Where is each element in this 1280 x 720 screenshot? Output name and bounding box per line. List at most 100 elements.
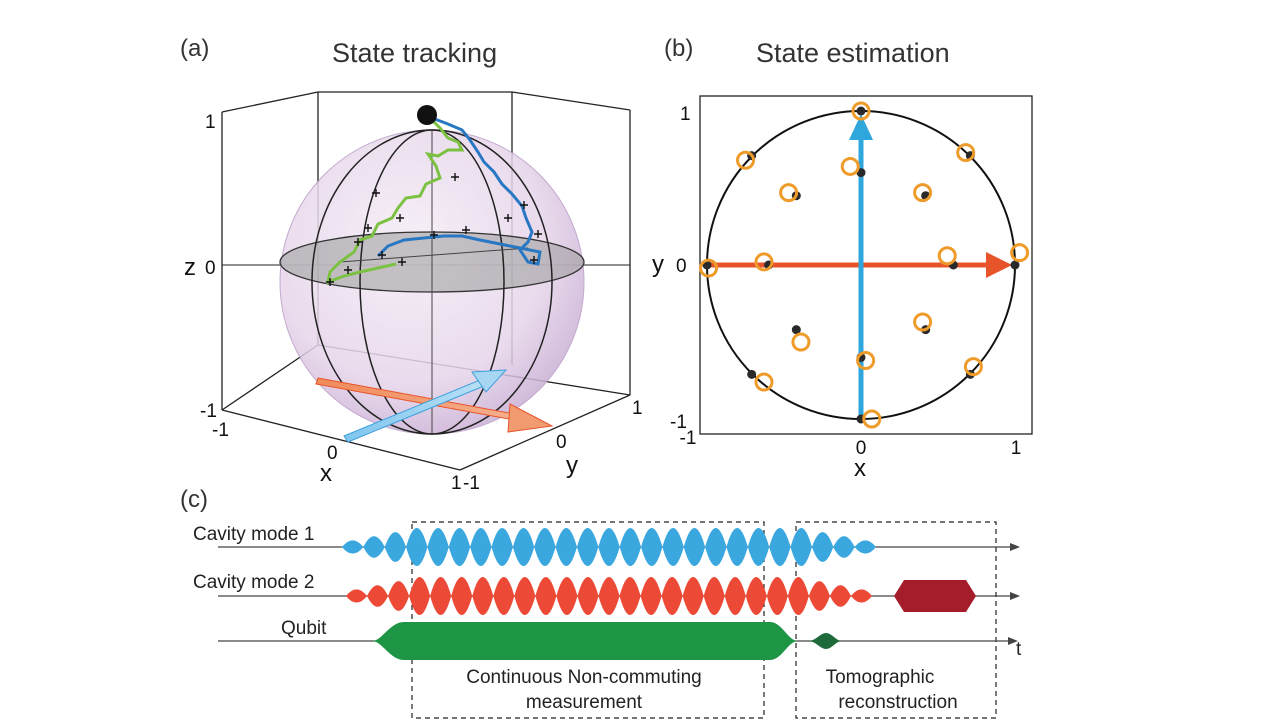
pulse-lobe — [491, 528, 513, 566]
pulse-lobe — [747, 528, 770, 566]
time-label: t — [1016, 639, 1022, 660]
x-tick-right: 1 — [451, 473, 462, 494]
true-state-ring — [754, 372, 774, 392]
y-axis-label: y — [566, 452, 578, 479]
tomography-pulse — [894, 580, 976, 612]
pulse-lobe — [790, 528, 812, 566]
pulse-lobe — [406, 528, 428, 566]
true-state-ring — [913, 183, 933, 203]
pulse-lobe — [555, 528, 577, 566]
panel-a: (a) State tracking — [180, 35, 643, 494]
estimated-state-dot — [856, 106, 866, 116]
true-state-ring — [699, 258, 719, 278]
y-axis-label: y — [652, 251, 664, 278]
pulse-lobe — [576, 528, 599, 566]
z-axis-label: z — [184, 254, 196, 281]
reconstruction-line-2: reconstruction — [838, 692, 957, 713]
x-tick-left: -1 — [212, 420, 229, 441]
true-state-ring — [779, 183, 799, 203]
true-state-ring — [956, 143, 976, 163]
pulse-lobe — [769, 528, 791, 566]
measurement-line-1: Continuous Non-commuting — [466, 667, 702, 688]
pulse-lobe — [726, 528, 748, 566]
pulse-lobe — [705, 528, 727, 566]
pulse-lobe — [556, 577, 578, 615]
pulse-lobe — [811, 532, 834, 562]
pulse-lobe — [384, 532, 407, 562]
pulse-lobe — [682, 577, 704, 615]
true-state-ring — [791, 332, 811, 352]
y-arrow-3d — [343, 369, 508, 443]
x-arrow-3d — [315, 377, 554, 433]
measurement-box — [411, 521, 765, 719]
qubit-tomography-pulse — [808, 633, 842, 649]
pulse-lobe — [661, 577, 683, 615]
pulse-lobe — [430, 577, 452, 615]
cavity-mode-1-pulses — [342, 528, 876, 566]
pulse-lobe — [683, 528, 706, 566]
pulse-lobe — [342, 540, 364, 554]
y-tick-top: 1 — [680, 104, 691, 125]
pulse-lobe — [598, 577, 620, 615]
x-tick-right: 1 — [1011, 438, 1022, 459]
estimated-state-dot — [1010, 260, 1020, 270]
panel-b-title: State estimation — [756, 38, 950, 68]
row-label-cavity-2: Cavity mode 2 — [193, 572, 314, 593]
reconstruction-box — [795, 521, 997, 719]
y-arrow-2d — [849, 114, 873, 420]
pulse-lobe — [363, 536, 385, 558]
pulse-lobe — [854, 540, 876, 554]
pulse-lobe — [829, 585, 851, 607]
x-tick-mid: 0 — [856, 438, 867, 459]
true-state-ring — [856, 350, 876, 370]
true-state-ring — [1010, 243, 1030, 263]
pulse-lobe — [745, 577, 767, 615]
true-state-ring — [851, 101, 871, 121]
pulse-lobe — [493, 577, 515, 615]
pulse-lobe — [448, 528, 471, 566]
y-tick-left: -1 — [463, 473, 480, 494]
true-state-ring — [963, 357, 983, 377]
y-tick-mid: 0 — [556, 432, 567, 453]
estimated-state-dot — [791, 325, 801, 335]
pulse-lobe — [787, 577, 809, 615]
measurement-line-2: measurement — [526, 692, 643, 713]
y-tick-right: 1 — [632, 398, 643, 419]
trajectory-green — [325, 116, 465, 285]
trajectory-blue — [376, 116, 542, 266]
panel-a-label: (a) — [180, 35, 209, 62]
panel-a-title: State tracking — [332, 38, 497, 68]
pulse-lobe — [535, 577, 557, 615]
x-axis-label: x — [854, 455, 866, 482]
true-state-ring — [862, 409, 882, 429]
pulse-lobe — [598, 528, 620, 566]
pulse-lobe — [388, 581, 410, 611]
cavity-mode-2-pulses — [346, 577, 872, 615]
pulse-lobe — [619, 577, 641, 615]
row-label-qubit: Qubit — [281, 618, 327, 639]
panel-b-label: (b) — [664, 35, 693, 62]
x-axis-label: x — [320, 460, 332, 487]
pulse-lobe — [470, 528, 492, 566]
true-state-ring — [840, 156, 860, 176]
y-tick-mid: 0 — [676, 256, 687, 277]
y-tick-bottom: -1 — [670, 412, 687, 433]
pulse-lobe — [409, 577, 431, 615]
pulse-lobe — [766, 577, 788, 615]
pulse-lobe — [534, 528, 556, 566]
row-label-cavity-1: Cavity mode 1 — [193, 524, 314, 545]
pulse-lobe — [346, 589, 368, 603]
pulse-lobe — [850, 589, 872, 603]
true-state-ring — [736, 150, 755, 170]
estimation-points — [699, 101, 1030, 429]
z-tick-bottom: -1 — [200, 401, 217, 422]
pulse-lobe — [724, 577, 746, 615]
x-tick-left: -1 — [680, 428, 697, 449]
x-tick-mid: 0 — [327, 443, 338, 464]
pulse-lobe — [577, 577, 599, 615]
pulse-lobe — [427, 528, 449, 566]
true-state-ring — [754, 252, 774, 272]
pulse-lobe — [514, 577, 536, 615]
pulse-lobe — [641, 528, 663, 566]
